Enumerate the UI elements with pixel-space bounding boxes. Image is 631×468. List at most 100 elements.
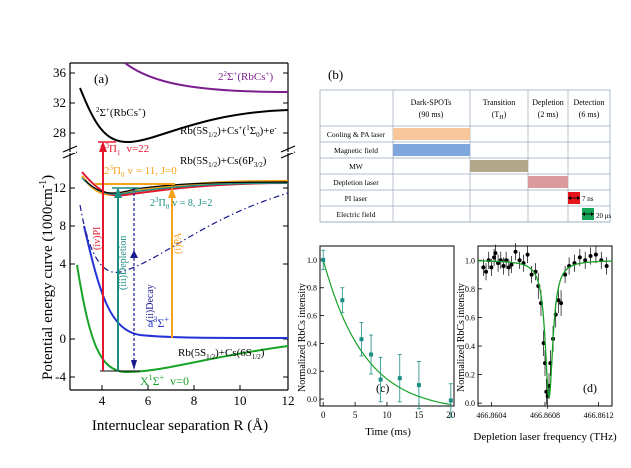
c-ytick-label: 0.4 — [307, 339, 317, 348]
table-header-title: Detection — [573, 98, 604, 107]
panel-d-xlabel: Depletion laser frequency (THz) — [473, 431, 617, 443]
electric-arrowhead-left — [582, 212, 585, 216]
a-ytick-label: 28 — [53, 125, 66, 140]
label-pa-arrow: (i)PA — [173, 232, 184, 254]
d-data-point — [525, 252, 530, 257]
d-data-point — [556, 298, 561, 303]
c-ytick-label: 0.6 — [307, 312, 317, 321]
panel-c: (c) Normalized RbCs intensity Time (ms) … — [297, 245, 456, 438]
a-ytick-label: 8 — [60, 218, 67, 233]
d-data-point — [559, 301, 564, 306]
d-data-point — [517, 258, 522, 263]
curve-orange-pi0 — [81, 175, 289, 196]
table-header-duration: (6 ms) — [579, 110, 600, 119]
panel-c-ylabel: Normalized RbCs intensity — [297, 283, 308, 392]
c-data-point — [369, 352, 374, 357]
c-data-point — [359, 337, 364, 342]
panel-a-ylabel: Potential energy curve (1000cm-1) — [38, 175, 56, 380]
label-s-limit: Rb(5S1/2)+Cs(6S1/2) — [178, 347, 265, 361]
c-data-point — [416, 383, 421, 388]
a-xtick-label: 8 — [191, 393, 198, 408]
a-ytick-label: -4 — [55, 369, 66, 384]
panel-d-marks — [478, 243, 613, 409]
table-row-label: PI laser — [345, 194, 368, 203]
arrow-pi — [99, 141, 107, 371]
d-data-point — [513, 249, 518, 254]
label-2sigma-rbcs: 22Σ+(RbCs+) — [218, 70, 273, 83]
table-header-title: Depletion — [532, 98, 564, 107]
d-data-point — [509, 262, 514, 267]
axis-break — [62, 145, 296, 159]
d-data-point — [588, 254, 593, 258]
d-xtick-label: 466.8612 — [584, 411, 614, 420]
panel-d: (d) Normalized RbCs intensity Depletion … — [456, 243, 617, 443]
d-ytick-label: 0.6 — [465, 313, 475, 322]
label-x-state: X1Σ+v=0 — [140, 373, 189, 388]
pi-arrowhead-right — [577, 196, 580, 200]
label-ion-limit: Rb(5S1/2)+Cs+(1Σ0)+e- — [180, 124, 277, 139]
a-ytick-label: 36 — [53, 65, 67, 80]
d-ytick-label: 0.2 — [465, 371, 475, 380]
table-header-title: Dark-SPOTs — [411, 98, 452, 107]
bar-magnetic — [393, 144, 470, 156]
label-decay-arrow: (ii)Decay — [145, 284, 156, 322]
arrow-pa — [168, 187, 176, 338]
c-data-point — [448, 398, 453, 403]
panel-b-label: (b) — [328, 67, 343, 82]
table-header-duration: (TH) — [492, 110, 507, 121]
timing-table: Dark-SPOTs(90 ms)Transition(TH)Depletion… — [319, 89, 612, 223]
panel-d-label: (d) — [583, 381, 597, 395]
curve-sigma-rbcs-plus — [79, 87, 289, 144]
pi-duration-label: 7 ns — [582, 195, 594, 203]
bar-depletion — [528, 176, 568, 188]
table-row-label: Magnetic field — [334, 146, 378, 155]
a-xtick-label: 6 — [145, 393, 152, 408]
panel-c-label: (c) — [376, 381, 389, 395]
d-data-point — [593, 252, 598, 257]
c-ytick-label: 1.0 — [307, 256, 317, 265]
c-xtick-label: 0 — [321, 410, 326, 420]
arrow-decay — [130, 188, 138, 370]
a-ytick-label: 12 — [53, 180, 66, 195]
c-data-point — [378, 377, 383, 382]
bar-mw — [470, 160, 528, 172]
d-data-point — [501, 264, 506, 268]
a-ytick-label: 0 — [60, 331, 67, 346]
d-data-point — [506, 265, 511, 270]
d-data-point — [484, 269, 489, 274]
c-data-point — [397, 376, 402, 381]
d-data-point — [529, 272, 534, 277]
table-row-label: Depletion laser — [333, 178, 379, 187]
electric-arrowhead-right — [591, 212, 594, 216]
table-header-title: Transition — [483, 98, 516, 107]
d-ytick-label: 0.0 — [465, 399, 475, 408]
a-xtick-label: 4 — [99, 393, 106, 408]
table-row-label: Cooling & PA laser — [327, 130, 386, 139]
c-xtick-label: 5 — [353, 410, 358, 420]
panel-a-xlabel: Internuclear separation R (Å) — [92, 418, 268, 434]
d-data-point — [583, 258, 588, 263]
d-fit-curve — [478, 260, 613, 398]
pi-arrowhead-left — [568, 196, 571, 200]
label-sigma-rbcs: 2Σ+(RbCs+) — [96, 106, 146, 119]
d-xtick-label: 466.8604 — [476, 411, 506, 420]
c-xtick-label: 15 — [414, 410, 424, 420]
table-row-label: MW — [349, 162, 364, 171]
a-ytick-label: 4 — [60, 256, 67, 271]
d-ytick-label: 1.0 — [465, 256, 475, 265]
c-ytick-label: 0.8 — [307, 284, 317, 293]
panel-d-ylabel: Normalized RbCs intensity — [456, 283, 467, 392]
d-data-point — [604, 264, 609, 268]
d-data-point — [493, 251, 498, 256]
table-row-label: Electric field — [337, 210, 376, 219]
arrow-depletion — [114, 187, 122, 371]
curve-dashdot-state — [79, 192, 289, 273]
d-data-point — [489, 265, 494, 270]
a-xtick-label: 12 — [282, 393, 295, 408]
